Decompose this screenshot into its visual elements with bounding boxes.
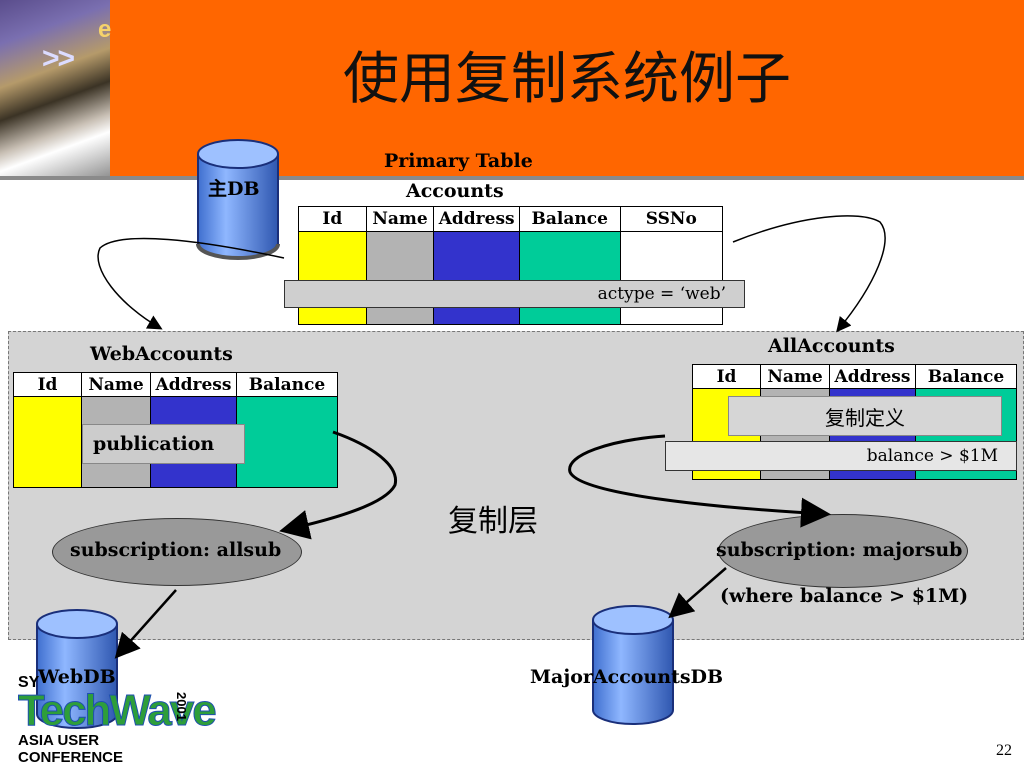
- primary-db-label: 主DB: [208, 178, 260, 200]
- banner-divider: [0, 176, 1024, 180]
- column-header: Address: [830, 365, 916, 388]
- page-number: 22: [996, 742, 1012, 759]
- web-accounts-header: Id Name Address Balance: [13, 372, 338, 397]
- replication-layer-label: 复制层: [448, 504, 538, 539]
- publication-box: publication: [82, 424, 245, 464]
- logo-top-text: SY: [18, 674, 40, 691]
- subscription-majorsub-label: subscription: majorsub: [716, 539, 963, 561]
- column-header: Id: [14, 373, 82, 396]
- column-header: Address: [151, 373, 237, 396]
- column-header: Id: [299, 207, 367, 231]
- all-accounts-filter-bar: balance > $1M: [665, 441, 1017, 471]
- primary-table-body: [298, 231, 723, 325]
- table-cell: [519, 232, 621, 324]
- column-header: Name: [367, 207, 435, 231]
- subscription-allsub-label: subscription: allsub: [70, 539, 282, 561]
- majordb-cylinder-icon: [592, 605, 674, 725]
- primary-filter-bar: actype = ‘web’: [284, 280, 745, 308]
- logo-subtitle: ASIA USER CONFERENCE: [18, 732, 124, 766]
- subscription-majorsub-ellipse: [718, 514, 968, 588]
- majordb-label: MajorAccountsDB: [530, 666, 724, 688]
- primary-table-name: Accounts: [406, 180, 504, 202]
- arrow-primary-to-all: [732, 215, 886, 333]
- techwave-logo: SY TechWave 2001 ASIA USER CONFERENCE: [18, 672, 218, 766]
- column-header: Balance: [520, 207, 621, 231]
- table-cell: [434, 232, 520, 324]
- all-accounts-header: Id Name Address Balance: [692, 364, 1017, 389]
- subscription-majorsub-condition: (where balance > $1M): [720, 585, 969, 607]
- table-cell: [620, 232, 723, 324]
- logo-brand: TechWave: [18, 686, 218, 736]
- banner-arrows: >>: [42, 42, 75, 75]
- logo-year: 2001: [174, 692, 189, 721]
- column-header: SSNo: [645, 209, 697, 229]
- replication-definition-box: 复制定义: [728, 396, 1002, 436]
- banner-image: [0, 0, 110, 180]
- column-header: Address: [434, 207, 520, 231]
- table-cell: [237, 397, 337, 487]
- banner-letter: e: [98, 16, 112, 43]
- webdb-cylinder-icon: [36, 609, 118, 729]
- column-header: Balance: [927, 366, 1005, 387]
- table-cell: [299, 232, 367, 324]
- webdb-label: WebDB: [38, 666, 116, 688]
- column-header: Balance: [248, 374, 326, 395]
- column-header: Id: [693, 365, 761, 388]
- column-header: Name: [82, 373, 151, 396]
- primary-table-header: Id Name Address Balance SSNo: [298, 206, 723, 232]
- all-accounts-title: AllAccounts: [768, 335, 895, 357]
- subscription-allsub-ellipse: [52, 518, 302, 586]
- column-header: Name: [761, 365, 830, 388]
- slide-title: 使用复制系统例子: [343, 47, 791, 112]
- web-accounts-title: WebAccounts: [90, 343, 233, 365]
- table-cell: [14, 397, 82, 487]
- primary-table-title: Primary Table: [384, 150, 533, 172]
- table-cell: [366, 232, 435, 324]
